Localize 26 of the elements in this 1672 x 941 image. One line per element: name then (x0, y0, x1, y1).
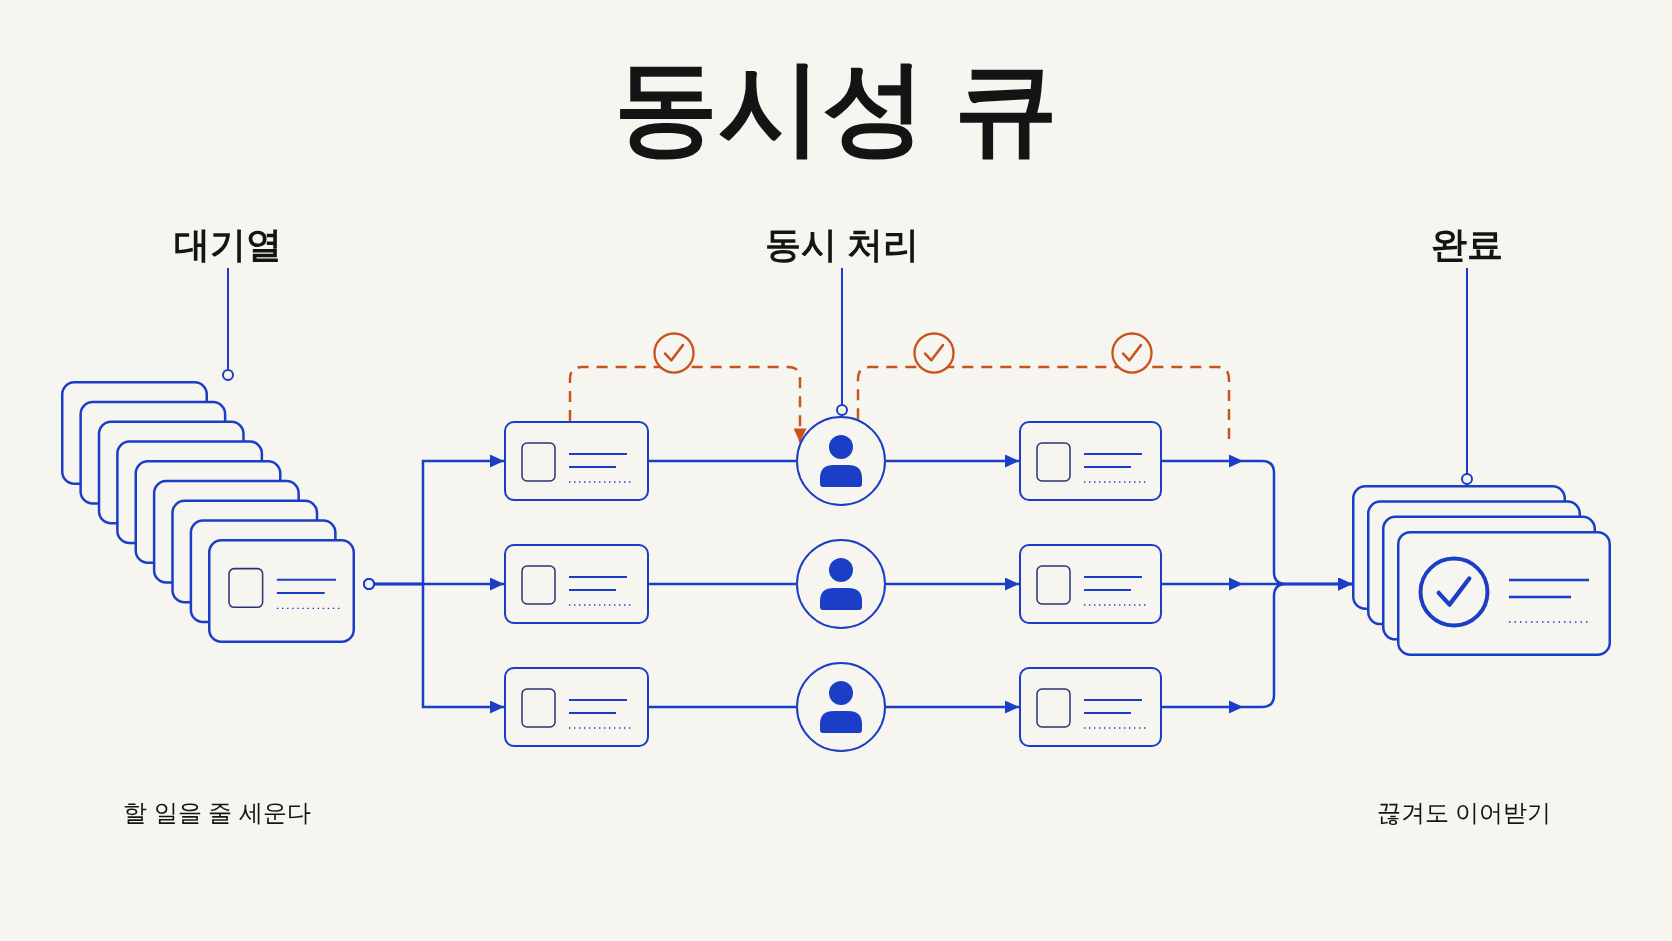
task-card (1019, 421, 1162, 501)
card-stack (61, 381, 355, 643)
arrow (886, 700, 1019, 714)
arrow (886, 577, 1019, 591)
dashed-arrow (568, 365, 807, 443)
card-stack (1352, 485, 1612, 656)
arrow (886, 454, 1019, 468)
connector-line (649, 705, 796, 709)
arrow (1162, 577, 1352, 714)
connector-line (649, 582, 796, 586)
connector-line (649, 459, 796, 463)
leader-line (1461, 267, 1473, 486)
task-card (504, 421, 649, 501)
task-card (504, 544, 649, 624)
caption-text: 끊겨도 이어받기 (1376, 799, 1552, 826)
column-heading: 동시 처리 (742, 222, 942, 268)
task-card (504, 667, 649, 747)
title: 동시성 큐 (612, 50, 1060, 165)
column-heading: 대기열 (148, 222, 308, 268)
caption-text: 할 일을 줄 세운다 (123, 799, 311, 826)
leader-line (836, 267, 848, 417)
column-heading: 완료 (1387, 222, 1547, 268)
arrow (363, 578, 504, 714)
task-card (1019, 544, 1162, 624)
task-card (1019, 667, 1162, 747)
leader-line (222, 267, 234, 382)
